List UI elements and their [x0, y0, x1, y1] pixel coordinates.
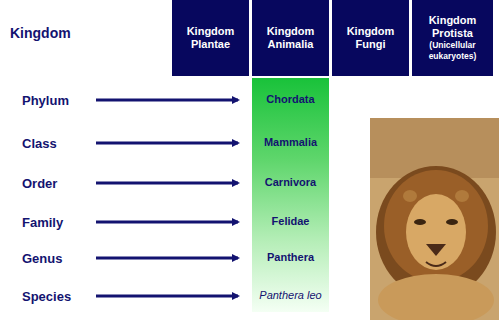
rank-label: Class: [22, 136, 57, 151]
rank-label: Genus: [22, 251, 62, 266]
taxon-name: Carnivora: [265, 176, 316, 189]
taxon-name: Felidae: [272, 215, 310, 228]
rank-label: Species: [22, 289, 71, 304]
taxon-name: Chordata: [266, 93, 314, 106]
kingdom-name: Kingdom Fungi: [335, 25, 406, 51]
taxon-name: Mammalia: [264, 136, 317, 149]
lion-photo: [370, 118, 499, 320]
rank-label: Family: [22, 215, 63, 230]
rank-label: Phylum: [22, 93, 69, 108]
rank-label: Order: [22, 176, 57, 191]
kingdom-box: Kingdom Protista(Unicellular eukaryotes): [412, 0, 493, 76]
taxon-name: Panthera leo: [259, 289, 321, 302]
kingdom-note: (Unicellular eukaryotes): [415, 40, 490, 62]
kingdom-box: Kingdom Fungi: [332, 0, 409, 76]
taxon-name: Panthera: [267, 251, 314, 264]
kingdom-heading: Kingdom: [10, 25, 71, 41]
kingdom-name: Kingdom Animalia: [255, 25, 326, 51]
kingdom-box: Kingdom Plantae: [172, 0, 249, 76]
rank-arrows: [96, 100, 238, 296]
kingdom-box: Kingdom Animalia: [252, 0, 329, 76]
taxon-band: ChordataMammaliaCarnivoraFelidaePanthera…: [252, 78, 329, 312]
kingdom-name: Kingdom Protista: [415, 14, 490, 40]
kingdom-name: Kingdom Plantae: [175, 25, 246, 51]
